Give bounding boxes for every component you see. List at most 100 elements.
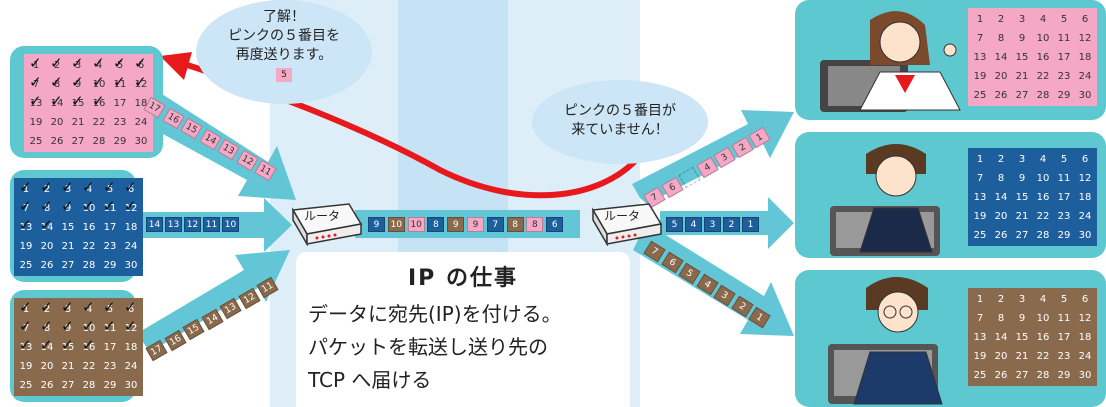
grid-cell: 7✓ — [19, 197, 32, 215]
grid-cell: 17 — [1057, 51, 1071, 63]
check-mark-icon: ✓ — [92, 73, 105, 91]
grid-cell: 22 — [82, 360, 96, 372]
packet: 9 — [368, 217, 385, 232]
grid-cell: 28 — [92, 135, 106, 147]
check-mark-icon: ✓ — [19, 298, 32, 316]
grid-cell: 8 — [997, 172, 1005, 184]
grid-cell: 17 — [1057, 331, 1071, 343]
grid-cell: 2✓ — [40, 298, 53, 316]
grid-cell: 29 — [1057, 229, 1071, 241]
grid-cell: 8✓ — [40, 197, 53, 215]
grid-cell: 30 — [124, 379, 138, 391]
grid-cell: 30 — [124, 259, 138, 271]
arrow-brown-to-router — [136, 250, 290, 352]
check-mark-icon: ✓ — [82, 197, 95, 215]
ip-job-line2: パケットを転送し送り先の — [308, 335, 548, 359]
grid-cell: 19 — [973, 210, 987, 222]
check-mark-icon: ✓ — [71, 54, 84, 72]
grid-cell: 16✓ — [92, 92, 106, 110]
grid-cell: 11✓ — [113, 73, 127, 91]
grid-cell: 9 — [1018, 172, 1026, 184]
grid-cell: 24 — [134, 116, 148, 128]
grid-cell: 5 — [1060, 153, 1068, 165]
check-mark-icon: ✓ — [113, 73, 126, 91]
grid-cell: 4✓ — [92, 54, 105, 72]
grid-cell: 22 — [92, 116, 106, 128]
check-mark-icon: ✓ — [50, 73, 63, 91]
grid-cell: 21 — [61, 360, 75, 372]
grid-cell: 17 — [113, 97, 127, 109]
grid-cell: 14 — [994, 191, 1008, 203]
grid-cell: 25 — [973, 89, 987, 101]
grid-cell: 3 — [1018, 13, 1026, 25]
packet: 5 — [666, 217, 683, 232]
grid-cell: 16 — [1036, 51, 1050, 63]
grid-cell: 25 — [19, 379, 33, 391]
grid-cell: 1✓ — [19, 178, 32, 196]
check-mark-icon: ✓ — [134, 54, 147, 72]
grid-cell: 27 — [61, 259, 75, 271]
grid-cell: 4✓ — [82, 298, 95, 316]
packet: 14 — [146, 217, 163, 232]
grid-cell: 13✓ — [19, 216, 33, 234]
grid-cell: 15✓ — [71, 92, 85, 110]
resend-bubble-line2: ピンクの５番目を — [228, 28, 340, 44]
resend-bubble: 了解！ ピンクの５番目を 再度送ります。 5 — [196, 0, 372, 104]
missing-bubble: ピンクの５番目が 来ていません！ — [532, 80, 708, 164]
grid-cell: 13✓ — [29, 92, 43, 110]
check-mark-icon: ✓ — [82, 178, 95, 196]
grid-cell: 23 — [113, 116, 127, 128]
grid-cell: 29 — [1057, 369, 1071, 381]
grid-cell: 4 — [1039, 153, 1047, 165]
grid-cell: 25 — [19, 259, 33, 271]
check-mark-icon: ✓ — [19, 178, 32, 196]
grid-cell: 6✓ — [124, 178, 137, 196]
grid-cell: 24 — [124, 360, 138, 372]
grid-cell: 4 — [1039, 13, 1047, 25]
grid-cell: 19 — [973, 350, 987, 362]
check-mark-icon: ✓ — [113, 54, 126, 72]
glasses-boy-illustration — [828, 277, 943, 405]
packet: 9 — [467, 217, 484, 232]
grid-cell: 1 — [976, 153, 984, 165]
grid-cell: 30 — [1078, 89, 1092, 101]
grid-cell: 6✓ — [124, 298, 137, 316]
grid-cell: 15 — [1015, 51, 1029, 63]
check-mark-icon: ✓ — [61, 317, 74, 335]
grid-cell: 26 — [40, 259, 54, 271]
check-mark-icon: ✓ — [61, 197, 74, 215]
grid-cell: 12 — [1078, 32, 1092, 44]
grid-cell: 12 — [1078, 312, 1092, 324]
grid-cell: 26 — [994, 229, 1008, 241]
grid-cell: 10✓ — [82, 197, 96, 215]
resend-arrowhead — [160, 52, 192, 80]
grid-cell: 21 — [1015, 210, 1029, 222]
grid-cell: 11✓ — [103, 197, 117, 215]
grid-cell: 8✓ — [50, 73, 63, 91]
grid-cell: 30 — [1078, 369, 1092, 381]
grid-cell: 2 — [997, 13, 1005, 25]
grid-cell: 6 — [1081, 153, 1089, 165]
packet: 8 — [506, 217, 524, 232]
grid-cell: 30 — [1078, 229, 1092, 241]
grid-cell: 11 — [1057, 172, 1071, 184]
grid-cell: 6 — [1081, 13, 1089, 25]
check-mark-icon: ✓ — [19, 216, 32, 234]
ip-job-box: IP の仕事 データに宛先(IP)を付ける。 パケットを転送し送り先の TCP … — [296, 252, 630, 407]
sender-grid-pink: 1✓2✓3✓4✓5✓6✓7✓8✓9✓10✓11✓12✓13✓14✓15✓16✓1… — [24, 54, 153, 152]
grid-cell: 14✓ — [40, 216, 54, 234]
grid-cell: 28 — [82, 259, 96, 271]
packet: 9 — [447, 217, 465, 232]
grid-cell: 2 — [997, 293, 1005, 305]
packet: 4 — [685, 217, 702, 232]
grid-cell: 26 — [40, 379, 54, 391]
girl-illustration — [820, 11, 961, 112]
check-mark-icon: ✓ — [19, 317, 32, 335]
grid-cell: 3 — [1018, 293, 1026, 305]
check-mark-icon: ✓ — [40, 178, 53, 196]
grid-cell: 11 — [1057, 312, 1071, 324]
grid-cell: 7 — [976, 32, 984, 44]
grid-cell: 21 — [61, 240, 75, 252]
grid-cell: 27 — [61, 379, 75, 391]
